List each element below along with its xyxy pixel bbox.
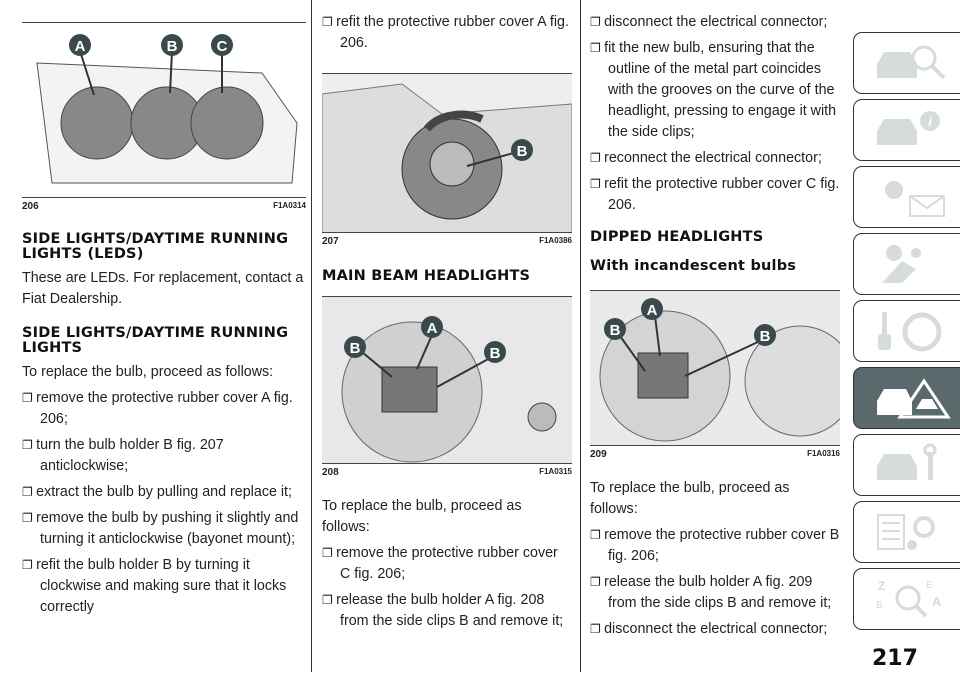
callout-c: C: [217, 38, 228, 55]
list-item: turn the bulb holder B fig. 207 anticloc…: [22, 435, 306, 477]
list-item: release the bulb holder A fig. 209 from …: [590, 572, 840, 614]
warning-lights-icon: [885, 181, 945, 217]
column-divider: [311, 0, 312, 672]
tab-car-info[interactable]: i: [853, 99, 960, 161]
list-item: refit the bulb holder B by turning it cl…: [22, 555, 306, 618]
headlight-illustration: A B C: [36, 34, 298, 184]
car-search-icon: [877, 45, 946, 80]
callout-a: A: [647, 302, 658, 319]
car-wrench-icon: [877, 443, 937, 480]
figure-code: F1A0316: [807, 449, 840, 458]
list-item: remove the protective rubber cover A fig…: [22, 388, 306, 430]
svg-text:A: A: [932, 594, 942, 609]
callout-a: A: [75, 38, 86, 55]
list-item: remove the protective rubber cover C fig…: [322, 543, 572, 585]
figure-code: F1A0386: [539, 236, 572, 245]
svg-text:i: i: [928, 114, 932, 129]
tab-emergency[interactable]: [853, 367, 960, 429]
figure-number: 207: [322, 236, 339, 247]
figure-number: 209: [590, 449, 607, 460]
car-info-icon: i: [877, 111, 940, 145]
bulb-holder-illustration: B: [322, 74, 572, 232]
list-item: refit the protective rubber cover A fig.…: [322, 12, 572, 54]
figure-208: A B B: [322, 296, 572, 464]
figure-caption: 209 F1A0316: [590, 449, 840, 460]
main-beam-illustration: A B B: [322, 297, 572, 463]
callout-b: B: [350, 340, 361, 357]
airbag-icon: [882, 245, 921, 283]
callout-b: B: [490, 345, 501, 362]
figure-caption: 206 F1A0314: [22, 201, 306, 212]
callout-b: B: [610, 322, 621, 339]
paragraph: These are LEDs. For replacement, contact…: [22, 270, 304, 307]
list-item: remove the bulb by pushing it slightly a…: [22, 508, 306, 550]
paragraph: To replace the bulb, proceed as follows:: [590, 480, 790, 517]
tab-key-steering[interactable]: [853, 300, 960, 362]
list-item: reconnect the electrical connector;: [590, 148, 840, 169]
key-steering-icon: [878, 312, 942, 352]
tab-car-search[interactable]: [853, 32, 960, 94]
tab-technical-data[interactable]: [853, 501, 960, 563]
section-heading: MAIN BEAM HEADLIGHTS: [322, 268, 531, 284]
list-item: release the bulb holder A fig. 208 from …: [322, 590, 572, 632]
page-number: 217: [872, 646, 918, 671]
section-heading: SIDE LIGHTS/DAYTIME RUNNING LIGHTS: [22, 325, 289, 356]
tab-maintenance[interactable]: [853, 434, 960, 496]
subsection-heading: With incandescent bulbs: [590, 258, 797, 274]
tab-warning-lights[interactable]: [853, 166, 960, 228]
tab-airbag[interactable]: [853, 233, 960, 295]
list-item: disconnect the electrical connector;: [590, 12, 840, 33]
svg-text:Z: Z: [878, 579, 885, 593]
document-gear-icon: [877, 514, 935, 550]
column-3: disconnect the electrical connector; fit…: [590, 0, 840, 645]
figure-number: 206: [22, 201, 39, 212]
callout-a: A: [427, 320, 438, 337]
callout-b: B: [517, 143, 528, 160]
section-heading: DIPPED HEADLIGHTS: [590, 229, 764, 245]
list-item: disconnect the electrical connector;: [590, 619, 840, 640]
list-item: extract the bulb by pulling and replace …: [22, 482, 306, 503]
column-2: refit the protective rubber cover A fig.…: [322, 0, 572, 637]
figure-207: B: [322, 73, 572, 233]
paragraph: To replace the bulb, proceed as follows:: [22, 364, 274, 380]
list-item: fit the new bulb, ensuring that the outl…: [590, 38, 840, 143]
figure-206: A B C: [22, 22, 306, 198]
callout-b: B: [167, 38, 178, 55]
figure-code: F1A0314: [273, 201, 306, 210]
callout-b: B: [760, 328, 771, 345]
paragraph: To replace the bulb, proceed as follows:: [322, 498, 522, 535]
dipped-beam-illustration: A B B: [590, 291, 840, 445]
emergency-icon: [877, 378, 951, 419]
section-heading: SIDE LIGHTS/DAYTIME RUNNING LIGHTS (LEDs…: [22, 231, 289, 262]
index-search-icon: Z E B A: [876, 579, 942, 618]
figure-number: 208: [322, 467, 339, 478]
figure-209: A B B: [590, 290, 840, 446]
figure-caption: 207 F1A0386: [322, 236, 572, 247]
list-item: remove the protective rubber cover B fig…: [590, 525, 840, 567]
column-1: A B C 206 F1A0314 SIDE LIGHTS/DAYTIME RUN…: [22, 0, 306, 623]
list-item: refit the protective rubber cover C fig.…: [590, 174, 840, 216]
svg-text:E: E: [926, 580, 933, 591]
tab-index[interactable]: Z E B A: [853, 568, 960, 630]
figure-caption: 208 F1A0315: [322, 467, 572, 478]
figure-code: F1A0315: [539, 467, 572, 476]
svg-text:B: B: [876, 600, 883, 611]
column-divider: [580, 0, 581, 672]
